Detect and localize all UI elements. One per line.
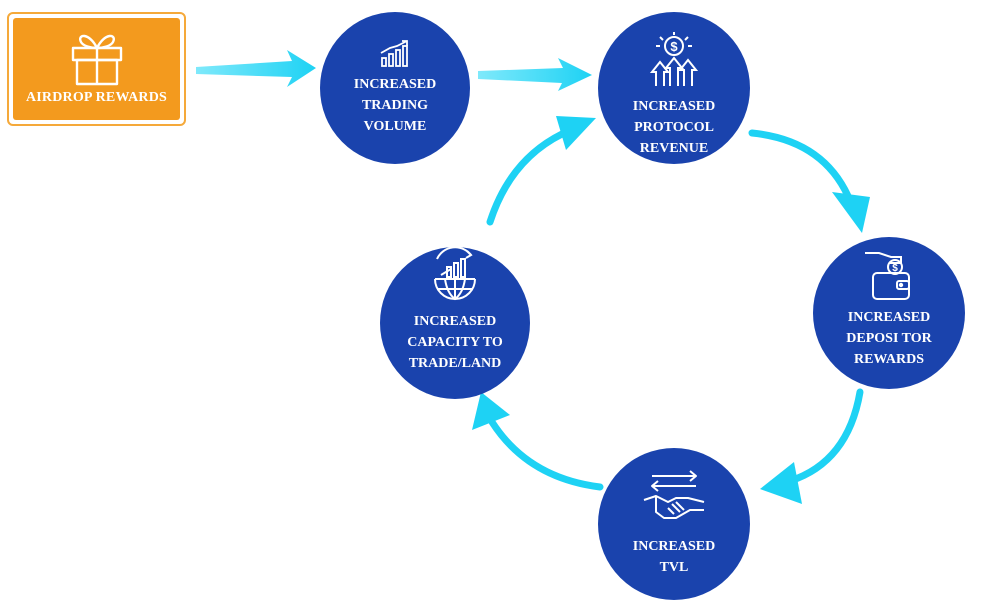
arrowhead-capacity-to-revenue — [556, 116, 596, 150]
svg-text:$: $ — [892, 263, 898, 274]
gift-icon — [71, 34, 122, 86]
arrow-capacity-to-revenue — [486, 130, 566, 226]
hand-coin-wallet-icon: $ — [865, 252, 910, 300]
globe-growth-chart-icon — [434, 247, 476, 301]
bar-chart-rising-icon — [380, 40, 408, 67]
arrow-airdrop-to-volume — [196, 50, 316, 87]
node-label-rewards: INCREASED DEPOSI TOR REWARDS — [846, 310, 932, 367]
airdrop-rewards-label: AIRDROP REWARDS — [25, 90, 168, 105]
dollar-coin-arrows-up-icon: $ — [650, 32, 698, 86]
arrowhead-rewards-to-tvl — [760, 462, 802, 504]
node-label-tvl: INCREASED TVL — [632, 539, 716, 575]
node-increased-trading-volume: INCREASED TRADING VOLUME — [320, 12, 470, 164]
arrow-volume-to-revenue — [478, 58, 592, 91]
airdrop-rewards-box: AIRDROP REWARDS — [7, 12, 186, 126]
arrow-revenue-to-rewards — [748, 129, 852, 200]
handshake-arrows-icon — [643, 470, 705, 519]
node-increased-capacity-to-trade-land: INCREASED CAPACITY TO TRADE/LAND — [380, 247, 530, 399]
arrowhead-revenue-to-rewards — [832, 192, 870, 233]
node-increased-tvl: INCREASED TVL — [598, 448, 750, 600]
node-label-capacity: INCREASED CAPACITY TO TRADE/LAND — [407, 314, 503, 371]
arrow-tvl-to-capacity — [488, 418, 604, 491]
arrow-rewards-to-tvl — [786, 388, 864, 485]
node-increased-protocol-revenue: $ INCREASED PROTOCOL REVENUE — [598, 12, 750, 164]
svg-text:$: $ — [670, 39, 678, 54]
node-label-volume: INCREASED TRADING VOLUME — [353, 77, 437, 134]
arrowhead-tvl-to-capacity — [472, 392, 510, 430]
node-increased-depositor-rewards: $ INCREASED DEPOSI TOR REWARDS — [813, 237, 965, 389]
node-label-revenue: INCREASED PROTOCOL REVENUE — [632, 99, 716, 156]
